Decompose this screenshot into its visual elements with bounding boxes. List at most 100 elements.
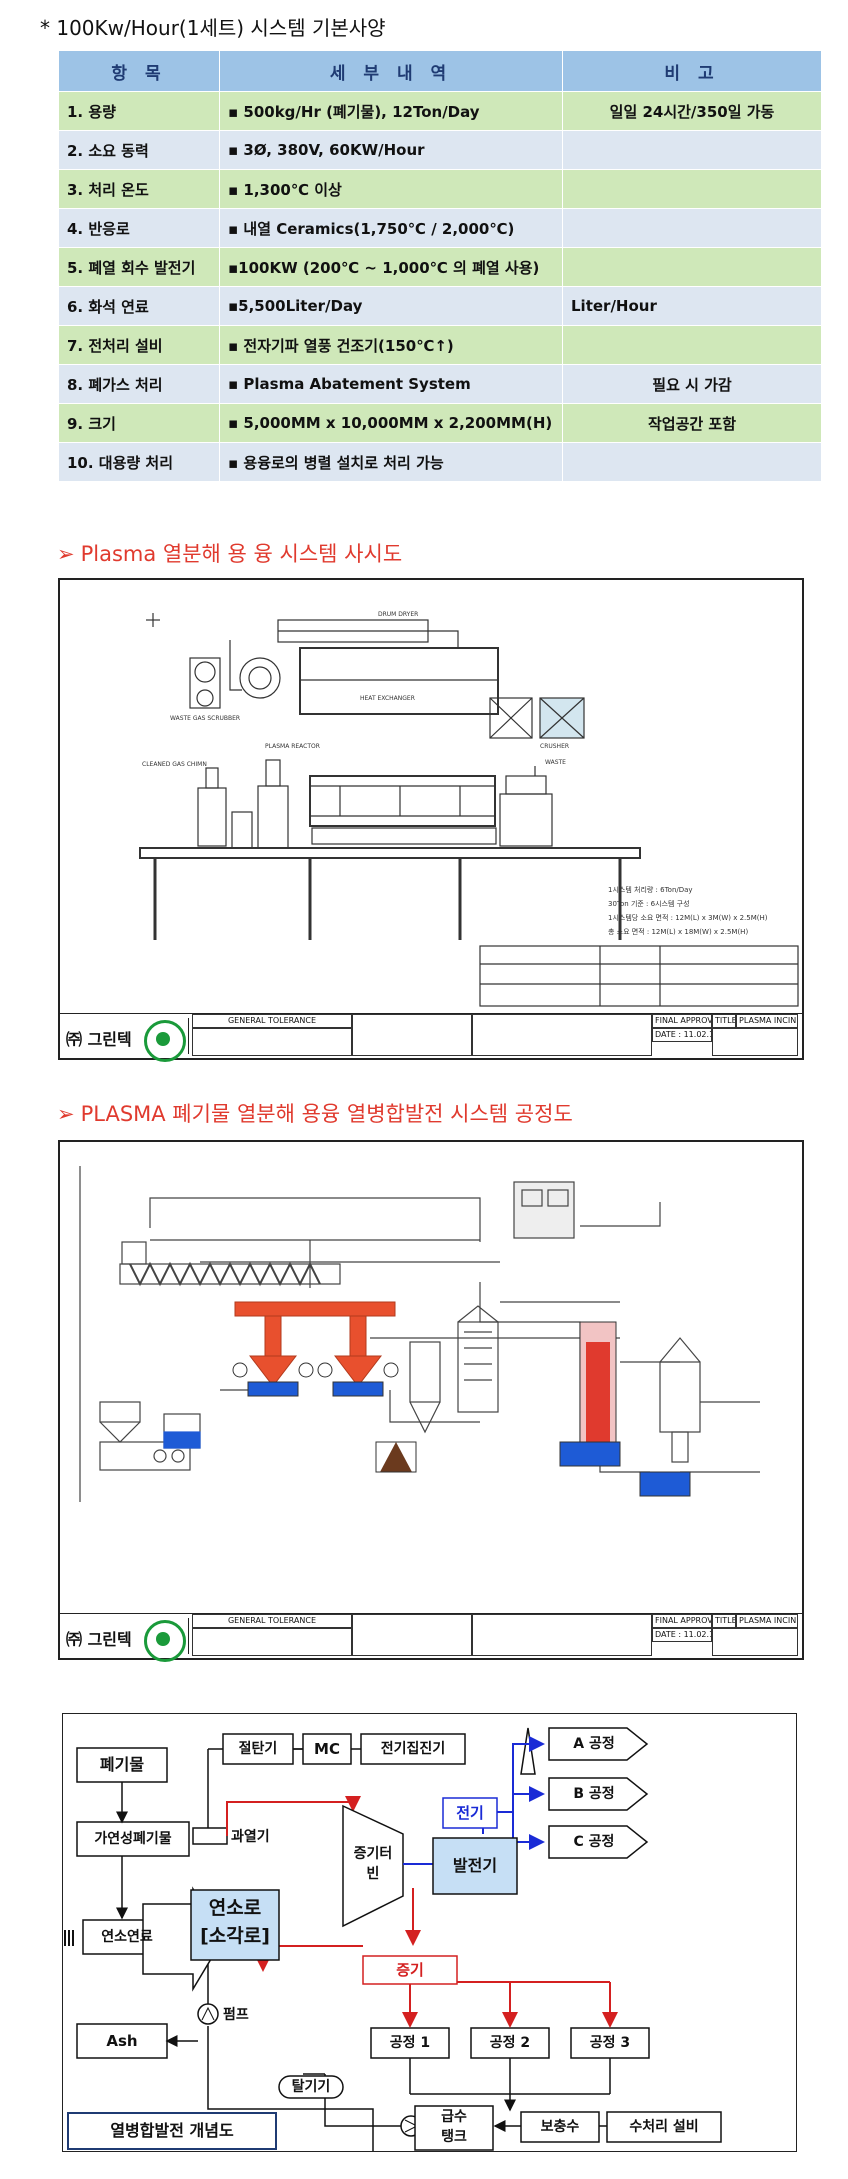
row-item: 10. 대용량 처리 xyxy=(58,442,220,482)
concept-caption: 열병합발전 개념도 xyxy=(67,2112,277,2150)
section2-title-text: PLASMA 폐기물 열분해 용융 열병합발전 시스템 공정도 xyxy=(80,1102,573,1126)
note-line: 1시스템당 소요 면적 : 12M(L) x 3M(W) x 2.5M(H) xyxy=(608,913,768,922)
tank-line2: 탱크 xyxy=(441,2129,467,2145)
date-field: DATE : 11.02.17 xyxy=(652,1028,712,1042)
note-line: 1시스템 처리량 : 6Ton/Day xyxy=(608,885,693,894)
process-1: 공정 1 xyxy=(389,2035,431,2051)
title-label: TITLE xyxy=(712,1614,736,1628)
perspective-drawing-art: DRUM DRYER WASTE GAS SCRUBBER HEAT EXCHA… xyxy=(139,611,799,1007)
green-logo-icon xyxy=(144,1620,186,1662)
row-item: 8. 폐가스 처리 xyxy=(58,364,220,404)
row-note: 작업공간 포함 xyxy=(562,403,822,443)
row-item: 3. 처리 온도 xyxy=(58,169,220,209)
cutter-box: 절탄기 xyxy=(238,1741,278,1757)
tank-line1: 급수 xyxy=(441,2109,467,2125)
process-drawing: ㈜ 그린텍 GENERAL TOLERANCE FINAL APPROVAL D… xyxy=(58,1140,804,1662)
signature-grid xyxy=(472,1614,652,1656)
row-note: 필요 시 가감 xyxy=(562,364,822,404)
process-a: A 공정 xyxy=(573,1736,615,1752)
turbine-line1: 증기터 xyxy=(353,1846,393,1862)
tolerance-grid xyxy=(192,1028,352,1056)
company-name: ㈜ 그린텍 xyxy=(66,1030,132,1049)
row-detail: ▪ 내열 Ceramics(1,750℃ / 2,000℃) xyxy=(219,208,563,248)
deaerator-box: 탈기기 xyxy=(291,2079,331,2095)
label-plasma-reactor: PLASMA REACTOR xyxy=(265,743,320,750)
spec-header-row: 항 목 세 부 내 역 비 고 xyxy=(58,50,822,92)
label-cleaned-gas: CLEANED GAS CHIMN xyxy=(142,761,207,768)
row-item: 6. 화석 연료 xyxy=(58,286,220,326)
fuel-box: 연소연료 xyxy=(101,1929,153,1945)
row-detail: ▪ 3Ø, 380V, 60KW/Hour xyxy=(219,130,563,170)
drawing-title: PLASMA INCINERATOR xyxy=(736,1014,798,1028)
green-logo-icon xyxy=(144,1020,186,1062)
combustible-box: 가연성폐기물 xyxy=(94,1831,172,1847)
furnace-box: 연소로 [소각로] xyxy=(191,1894,279,1950)
title-label: TITLE xyxy=(712,1014,736,1028)
makeup-water-box: 보충수 xyxy=(540,2119,580,2135)
row-item: 4. 반응로 xyxy=(58,208,220,248)
concept-diagram-art xyxy=(64,1727,722,2151)
electricity-box: 전기 xyxy=(456,1804,484,1822)
row-item: 5. 폐열 회수 발전기 xyxy=(58,247,220,287)
general-tolerance: GENERAL TOLERANCE xyxy=(192,1014,352,1028)
perspective-drawing: DRUM DRYER WASTE GAS SCRUBBER HEAT EXCHA… xyxy=(58,578,804,1062)
row-item: 1. 용량 xyxy=(58,91,220,131)
drawing-title: PLASMA INCINERATOR xyxy=(736,1614,798,1628)
drawing-info xyxy=(712,1028,798,1056)
row-detail: ▪ 1,300℃ 이상 xyxy=(219,169,563,209)
table-row: 10. 대용량 처리▪ 용융로의 병렬 설치로 처리 가능 xyxy=(58,442,822,482)
header-detail: 세 부 내 역 xyxy=(219,50,563,92)
row-note xyxy=(562,169,822,209)
signature-grid xyxy=(472,1014,652,1056)
label-drum-dryer: DRUM DRYER xyxy=(378,611,418,618)
furnace-line2: [소각로] xyxy=(200,1925,270,1947)
date-field: DATE : 11.02.17 xyxy=(652,1628,712,1642)
process-3: 공정 3 xyxy=(589,2035,631,2051)
arrow-icon: ➢ xyxy=(57,542,75,566)
process-b: B 공정 xyxy=(573,1786,615,1802)
note-line: 총 소요 면적 : 12M(L) x 18M(W) x 2.5M(H) xyxy=(608,927,748,936)
label-heat-exchanger: HEAT EXCHANGER xyxy=(360,695,415,702)
company-name: ㈜ 그린텍 xyxy=(66,1630,132,1649)
table-row: 2. 소요 동력▪ 3Ø, 380V, 60KW/Hour xyxy=(58,130,822,170)
row-note xyxy=(562,208,822,248)
steam-box: 증기 xyxy=(396,1961,424,1979)
row-note xyxy=(562,442,822,482)
furnace-line1: 연소로 xyxy=(208,1897,262,1919)
company-logo: ㈜ 그린텍 xyxy=(62,1618,189,1662)
company-logo: ㈜ 그린텍 xyxy=(62,1018,189,1062)
process-c: C 공정 xyxy=(573,1834,615,1850)
table-row: 5. 폐열 회수 발전기▪100KW (200℃ ~ 1,000℃ 의 폐열 사… xyxy=(58,247,822,287)
spec-table: 항 목 세 부 내 역 비 고 1. 용량▪ 500kg/Hr (폐기물), 1… xyxy=(58,50,822,482)
superheater-label: 과열기 xyxy=(231,1829,270,1845)
general-tolerance: GENERAL TOLERANCE xyxy=(192,1614,352,1628)
spec-heading: * 100Kw/Hour(1세트) 시스템 기본사양 xyxy=(40,16,386,40)
row-item: 9. 크기 xyxy=(58,403,220,443)
header-note: 비 고 xyxy=(562,50,822,92)
water-treatment-box: 수처리 설비 xyxy=(629,2119,699,2135)
section1-title: ➢Plasma 열분해 용 융 시스템 사시도 xyxy=(57,538,402,568)
final-approval: FINAL APPROVAL xyxy=(652,1614,712,1628)
process-2: 공정 2 xyxy=(489,2035,531,2051)
tolerance-grid xyxy=(192,1628,352,1656)
table-row: 3. 처리 온도▪ 1,300℃ 이상 xyxy=(58,169,822,209)
title-block: ㈜ 그린텍 GENERAL TOLERANCE FINAL APPROVAL D… xyxy=(60,1013,802,1062)
label-waste-gas: WASTE GAS SCRUBBER xyxy=(170,715,240,722)
section2-title: ➢PLASMA 폐기물 열분해 용융 열병합발전 시스템 공정도 xyxy=(57,1098,573,1128)
waste-box: 폐기물 xyxy=(99,1755,145,1774)
header-item: 항 목 xyxy=(58,50,220,92)
section1-title-text: Plasma 열분해 용 융 시스템 사시도 xyxy=(80,542,403,566)
row-detail: ▪ 5,000MM x 10,000MM x 2,200MM(H) xyxy=(219,403,563,443)
table-row: 4. 반응로▪ 내열 Ceramics(1,750℃ / 2,000℃) xyxy=(58,208,822,248)
cogeneration-concept-diagram: 폐기물 가연성폐기물 연소연료 연소로 [소각로] Ash 절탄기 MC 전기집… xyxy=(62,1713,797,2152)
process-drawing-art xyxy=(79,1166,760,1502)
row-note xyxy=(562,325,822,365)
row-detail: ▪5,500Liter/Day xyxy=(219,286,563,326)
table-row: 9. 크기▪ 5,000MM x 10,000MM x 2,200MM(H)작업… xyxy=(58,403,822,443)
feedwater-tank: 급수 탱크 xyxy=(415,2107,493,2147)
label-waste: WASTE xyxy=(545,759,566,766)
row-detail: ▪ Plasma Abatement System xyxy=(219,364,563,404)
